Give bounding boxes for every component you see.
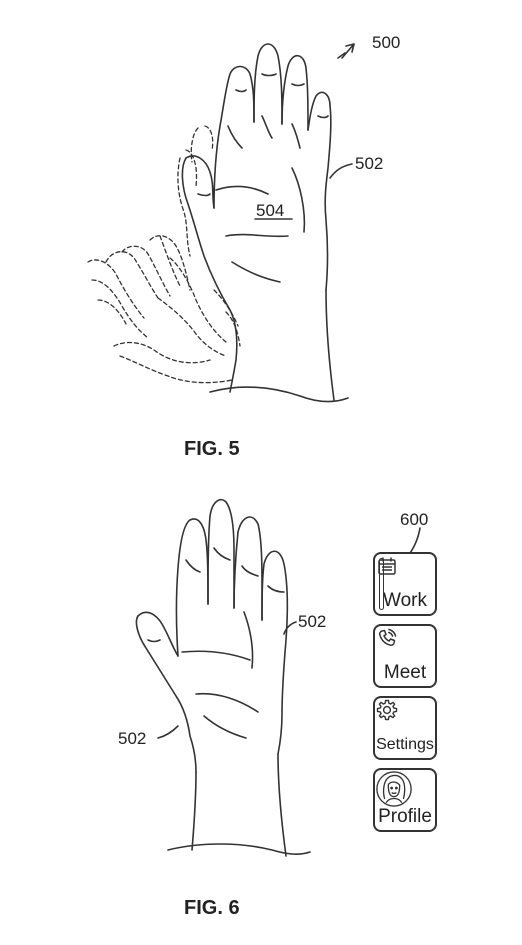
arrow-500 [341,43,355,59]
leader-502-left [157,725,179,739]
calendar-icon [378,557,396,575]
menu-item-label: Settings [376,736,434,753]
menu-item-label: Work [383,590,427,611]
ref-502-fig6-right: 502 [298,612,326,631]
menu-item-label: Meet [383,662,427,683]
menu-item-profile[interactable]: Profile [373,768,437,832]
avatar-icon [376,771,412,807]
fig6-label: FIG. 6 [184,897,240,919]
menu-item-settings[interactable]: Settings [373,696,437,760]
ref-502-fig6-left: 502 [118,729,146,748]
hand-fig6 [135,498,311,857]
leader-502-fig5 [329,163,353,179]
menu-item-label: Profile [378,806,432,827]
menu-600: Work Meet Settings [373,552,439,840]
active-indicator [379,558,384,610]
menu-item-meet[interactable]: Meet [373,624,437,688]
ref-500: 500 [372,33,400,52]
menu-item-work[interactable]: Work [373,552,437,616]
phone-icon [378,628,397,647]
fig5-label: FIG. 5 [184,438,240,460]
ref-502-fig5: 502 [355,154,383,173]
gear-icon [376,699,398,721]
ghost-hand-motion-trail [87,125,241,384]
leader-502-right [283,621,297,635]
leader-500 [337,52,346,59]
ref-504: 504 [256,201,284,220]
hand-fig5 [181,43,349,403]
ref-600: 600 [400,510,428,529]
